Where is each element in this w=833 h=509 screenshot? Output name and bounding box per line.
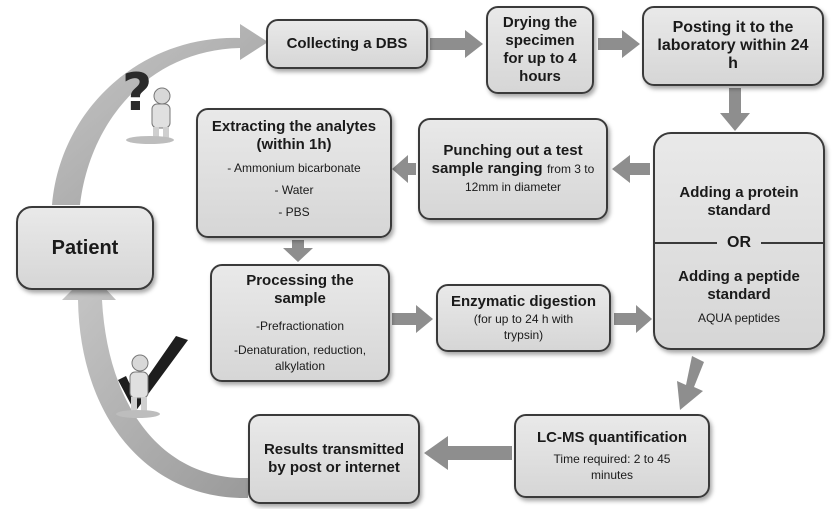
patient-label: Patient xyxy=(51,237,119,259)
patient-box: Patient xyxy=(16,206,154,290)
arrow-standard-lcms xyxy=(677,356,704,410)
curved-arrow-patient-to-collect xyxy=(52,24,268,205)
process-title: Processing the sample xyxy=(246,272,354,307)
arrow-drying-posting xyxy=(598,30,640,58)
punch-detail: from 3 to 12mm in diameter xyxy=(464,162,595,194)
arrow-posting-standard xyxy=(720,88,750,131)
process-box: Processing the sample -Prefractionation … xyxy=(210,264,390,382)
arrow-process-enzyme xyxy=(392,305,433,333)
arrow-collect-drying xyxy=(430,30,483,58)
posting-label: Posting it to the laboratory within 24 h xyxy=(657,19,809,72)
arrow-standard-punch xyxy=(612,155,650,183)
results-label: Results transmitted by post or internet xyxy=(263,441,405,476)
collect-label: Collecting a DBS xyxy=(286,35,408,52)
extract-box: Extracting the analytes (within 1h) - Am… xyxy=(196,108,392,238)
posting-box: Posting it to the laboratory within 24 h xyxy=(642,6,824,86)
curved-arrow-results-to-patient xyxy=(62,272,248,499)
aqua-peptides-note: AQUA peptides xyxy=(697,311,781,325)
peptide-standard-label: Adding a peptide standard xyxy=(678,268,800,303)
punch-title: Punching out a test sample ranging xyxy=(431,142,583,177)
drying-box: Drying the specimen for up to 4 hours xyxy=(486,6,594,94)
collect-box: Collecting a DBS xyxy=(266,19,428,69)
lcms-box: LC-MS quantification Time required: 2 to… xyxy=(514,414,710,498)
enzyme-box: Enzymatic digestion (for up to 24 h with… xyxy=(436,284,611,352)
lcms-title: LC-MS quantification xyxy=(537,429,687,446)
results-box: Results transmitted by post or internet xyxy=(248,414,420,504)
extract-item: - Ammonium bicarbonate xyxy=(227,161,361,175)
lcms-detail: Time required: 2 to 45 minutes xyxy=(553,452,671,482)
arrow-punch-extract xyxy=(392,155,416,183)
checkmark-person-icon xyxy=(116,336,188,418)
or-divider: OR xyxy=(655,234,823,252)
arrow-extract-process xyxy=(283,240,313,262)
process-item: -Prefractionation xyxy=(255,319,345,333)
question-person-icon: ? xyxy=(122,63,174,144)
protein-standard-label: Adding a protein standard xyxy=(679,184,799,219)
punch-box: Punching out a test sample ranging from … xyxy=(418,118,608,220)
arrow-lcms-results xyxy=(424,436,512,470)
or-label: OR xyxy=(727,234,751,251)
extract-item: - Water xyxy=(274,183,314,197)
standard-box: Adding a protein standard OR Adding a pe… xyxy=(653,132,825,350)
drying-label: Drying the specimen for up to 4 hours xyxy=(502,14,578,85)
process-item: -Denaturation, reduction, alkylation xyxy=(233,343,367,373)
extract-item: - PBS xyxy=(278,205,310,219)
enzyme-detail: (for up to 24 h with trypsin) xyxy=(473,312,574,342)
extract-title: Extracting the analytes (within 1h) xyxy=(211,118,377,153)
arrow-enzyme-standard xyxy=(614,305,652,333)
enzyme-title: Enzymatic digestion xyxy=(450,293,597,310)
svg-text:?: ? xyxy=(122,63,152,123)
